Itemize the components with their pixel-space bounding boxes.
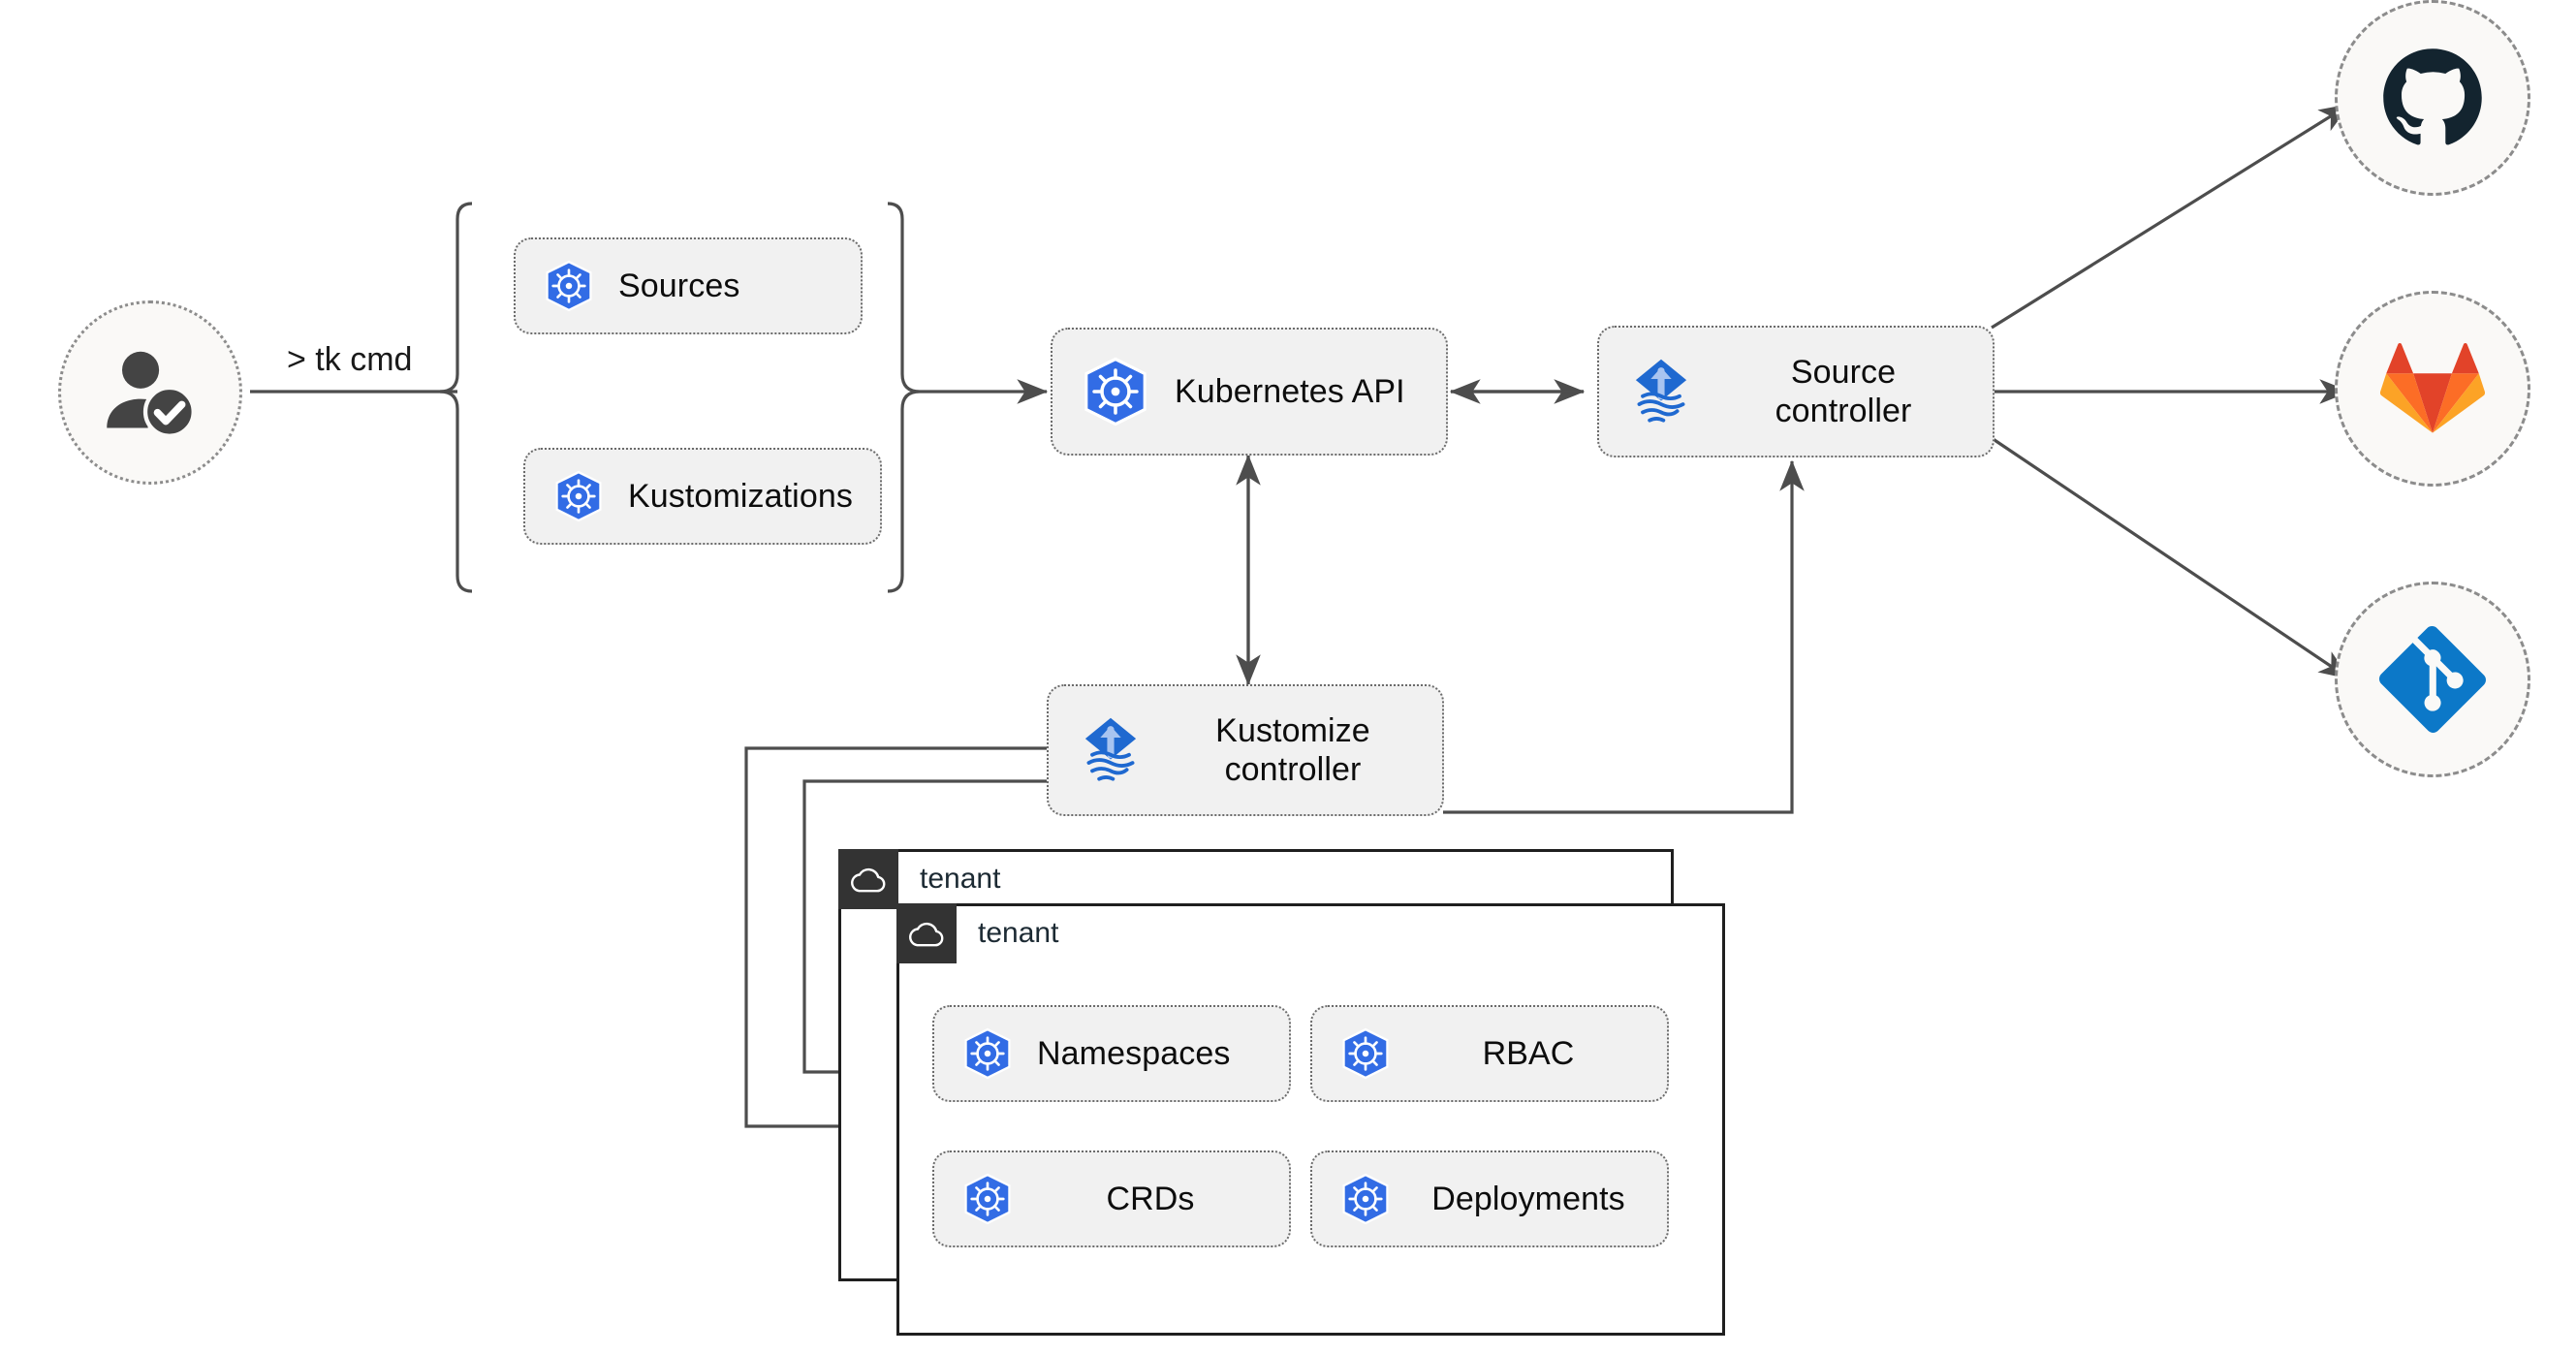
- tenant-header: tenant: [896, 903, 1058, 963]
- tenant-resource-rbac[interactable]: RBAC: [1310, 1005, 1669, 1102]
- wire-kustomize-to-source: [1443, 459, 1805, 814]
- tenant-resource-deployments[interactable]: Deployments: [1310, 1150, 1669, 1247]
- user-avatar: [58, 300, 242, 485]
- provider-github[interactable]: [2335, 0, 2530, 196]
- flux-icon: [1635, 359, 1687, 423]
- kubernetes-icon: [1342, 1173, 1389, 1225]
- wire-source-to-github: [1991, 103, 2351, 330]
- node-label: Source controller: [1775, 353, 1912, 429]
- kubernetes-icon: [964, 1173, 1011, 1225]
- cloud-icon: [851, 867, 886, 893]
- kubernetes-icon: [546, 260, 592, 312]
- tenant-resource-namespaces[interactable]: Namespaces: [932, 1005, 1291, 1102]
- resource-kustomizations[interactable]: Kustomizations: [523, 448, 882, 545]
- kubernetes-api-node[interactable]: Kubernetes API: [1051, 328, 1448, 456]
- resource-label: Namespaces: [1037, 1034, 1231, 1072]
- resource-label: Deployments: [1431, 1180, 1625, 1217]
- tenant-resource-crds[interactable]: CRDs: [932, 1150, 1291, 1247]
- kubernetes-icon: [555, 470, 602, 522]
- provider-git[interactable]: [2335, 582, 2530, 777]
- resource-label: RBAC: [1482, 1034, 1575, 1072]
- cloud-icon: [909, 922, 944, 947]
- source-controller-node[interactable]: Source controller: [1597, 326, 1995, 457]
- kubernetes-icon: [1342, 1027, 1389, 1080]
- tenant-header: tenant: [838, 849, 1000, 909]
- node-label: Kustomize controller: [1215, 711, 1370, 788]
- kubernetes-icon: [964, 1027, 1011, 1080]
- git-icon: [2379, 626, 2486, 733]
- cloud-badge: [838, 849, 898, 909]
- resource-label: Kustomizations: [628, 477, 853, 515]
- cli-command-label: > tk cmd: [287, 341, 413, 378]
- tenant-panel-front[interactable]: tenant Namespaces: [896, 903, 1725, 1336]
- wire-source-to-git: [1991, 436, 2351, 680]
- resource-label: Sources: [618, 267, 740, 304]
- github-icon: [2383, 48, 2482, 145]
- tenant-label: tenant: [978, 917, 1059, 949]
- kubernetes-icon: [1084, 357, 1147, 426]
- resource-sources[interactable]: Sources: [514, 237, 863, 334]
- tenant-label: tenant: [920, 863, 1001, 895]
- cloud-badge: [896, 903, 957, 963]
- flux-icon: [1084, 717, 1137, 781]
- resource-label: CRDs: [1106, 1180, 1195, 1217]
- brace-right: [887, 202, 921, 593]
- provider-gitlab[interactable]: [2335, 291, 2530, 487]
- gitlab-icon: [2380, 342, 2485, 433]
- node-label: Kubernetes API: [1175, 372, 1405, 410]
- user-check-icon: [107, 351, 196, 438]
- brace-left: [439, 202, 473, 593]
- kustomize-controller-node[interactable]: Kustomize controller: [1047, 684, 1444, 816]
